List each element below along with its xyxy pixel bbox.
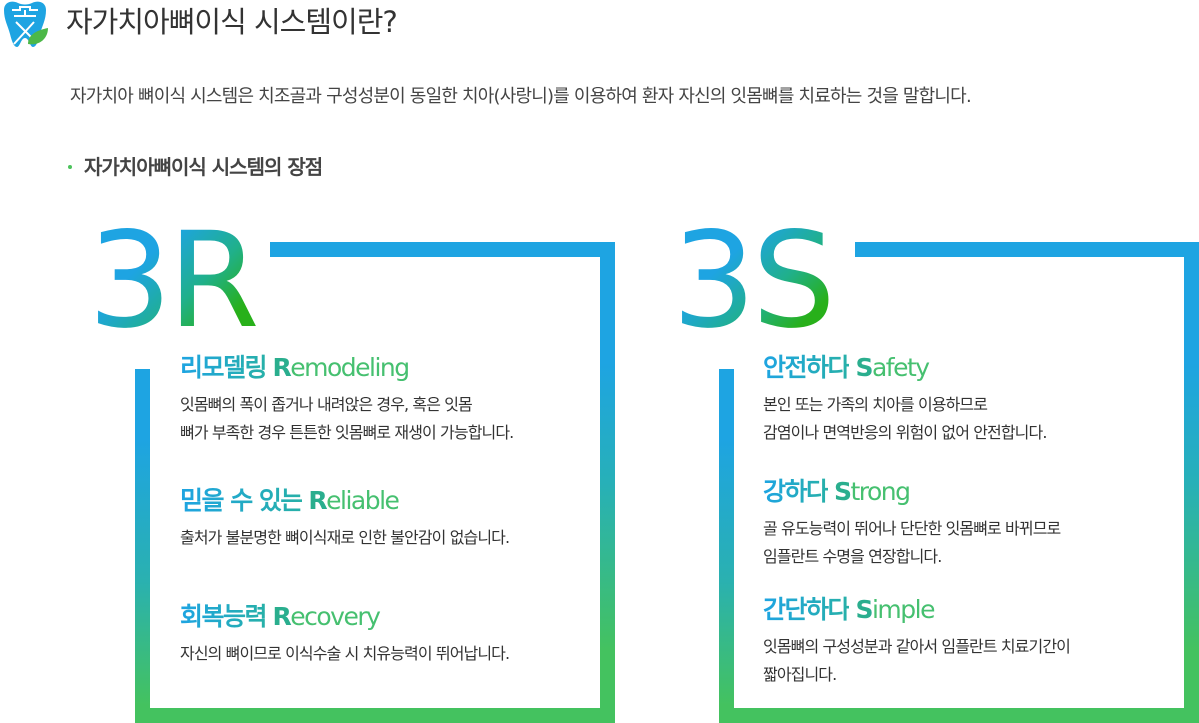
frame-right-bar [600,242,615,723]
feature-title: 안전하다 Safety [763,353,1047,383]
feature-title-initial: R [272,353,291,382]
feature-title-en: imple [871,595,936,624]
feature-title: 리모델링 Remodeling [180,353,513,383]
desc-line: 감염이나 면역반응의 위험이 없어 안전합니다. [763,423,1047,442]
feature-title-en: ecovery [290,602,381,631]
desc-line: 본인 또는 가족의 치아를 이용하므로 [763,395,988,414]
panel-3r-frame [135,242,615,723]
feature-title-initial: S [833,477,852,506]
section-subtitle: 자가치아뼈이식 시스템의 장점 [68,153,323,181]
feature-title-ko: 리모델링 [180,353,268,382]
intro-text: 자가치아 뼈이식 시스템은 치조골과 구성성분이 동일한 치아(사랑니)를 이용… [70,86,972,107]
frame-bottom-bar [719,708,1199,723]
frame-left-bar [719,369,734,723]
panel-3s-badge: 3S [672,204,836,358]
frame-bottom-bar [135,708,615,723]
section-subtitle-text: 자가치아뼈이식 시스템의 장점 [84,155,323,179]
desc-line: 골 유도능력이 뛰어나 단단한 잇몸뼈로 바뀌므로 [763,519,1061,538]
feature-title-en: afety [871,353,930,382]
feature-title: 믿을 수 있는 Reliable [180,486,509,516]
feature-title-initial: S [855,353,873,382]
desc-line: 임플란트 수명을 연장합니다. [763,547,942,566]
desc-line: 뼈가 부족한 경우 튼튼한 잇몸뼈로 재생이 가능합니다. [180,423,514,442]
frame-top-bar [855,242,1199,257]
desc-line: 자신의 뼈이므로 이식수술 시 치유능력이 뛰어납니다. [180,644,510,663]
feature-title-ko: 믿을 수 있는 [180,486,303,515]
page-title: 자가치아뼈이식 시스템이란? [66,5,398,39]
panel-3r-badge: 3R [88,204,260,358]
desc-line: 잇몸뼈의 폭이 좁거나 내려앉은 경우, 혹은 잇몸 [180,395,473,414]
feature-remodeling: 리모델링 Remodeling 잇몸뼈의 폭이 좁거나 내려앉은 경우, 혹은 … [180,353,514,447]
desc-line: 잇몸뼈의 구성성분과 같아서 임플란트 치료기간이 [763,637,1071,656]
frame-left-bar [135,369,150,723]
panel-3s-frame [719,242,1199,723]
feature-title-ko: 안전하다 [763,353,851,382]
feature-title-en: trong [850,477,911,506]
feature-title-en: emodeling [290,353,410,382]
feature-title: 강하다 Strong [763,477,1060,507]
feature-title-initial: R [308,486,327,515]
bullet-dot [68,164,72,169]
desc-line: 출처가 불분명한 뼈이식재로 인한 불안감이 없습니다. [180,528,510,547]
feature-title-ko: 회복능력 [180,602,268,631]
feature-title-ko: 간단하다 [763,595,851,624]
feature-desc: 자신의 뼈이므로 이식수술 시 치유능력이 뛰어납니다. [180,640,510,668]
feature-recovery: 회복능력 Recovery 자신의 뼈이므로 이식수술 시 치유능력이 뛰어납니… [180,602,510,668]
feature-desc: 출처가 불분명한 뼈이식재로 인한 불안감이 없습니다. [180,524,510,552]
feature-title-en: eliable [326,486,400,515]
feature-title: 회복능력 Recovery [180,602,509,632]
frame-right-bar [1184,242,1199,723]
tooth-leaf-icon [4,1,48,47]
feature-reliable: 믿을 수 있는 Reliable 출처가 불분명한 뼈이식재로 인한 불안감이 … [180,486,510,552]
feature-title-initial: R [272,602,291,631]
frame-top-bar [270,242,615,257]
feature-title-ko: 강하다 [763,477,829,506]
desc-line: 짧아집니다. [763,665,837,684]
feature-title-initial: S [855,595,873,624]
feature-title: 간단하다 Simple [763,595,1070,625]
